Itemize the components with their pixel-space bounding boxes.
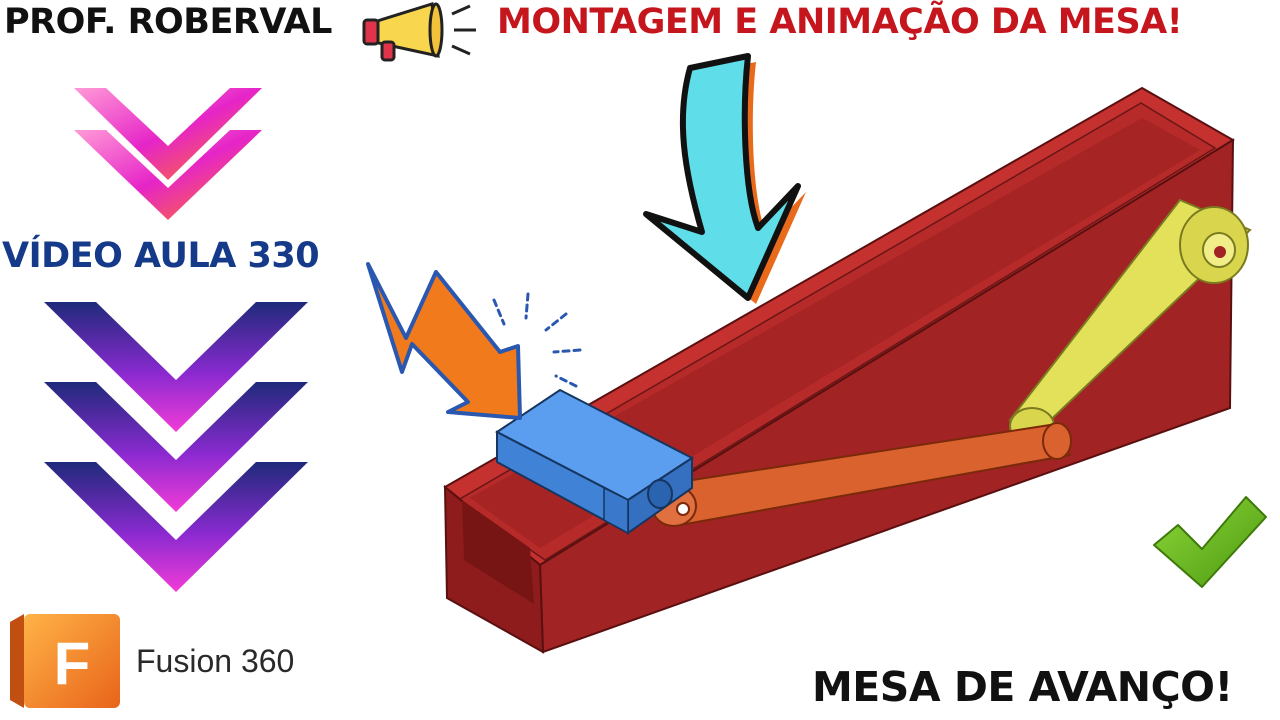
author-title: PROF. ROBERVAL [4, 2, 332, 42]
orange-link [651, 422, 1072, 527]
headline-title: MONTAGEM E ANIMAÇÃO DA MESA! [497, 2, 1183, 42]
blue-slider [495, 388, 694, 535]
fusion-logo-letter: F [54, 630, 91, 697]
footer-title: MESA DE AVANÇO! [812, 663, 1233, 711]
episode-title: VÍDEO AULA 330 [2, 236, 320, 276]
fusion-logo-icon: F [10, 614, 120, 708]
checkmark-icon [1153, 496, 1267, 588]
chevrons-down-icon [44, 302, 308, 592]
chevrons-down-icon [74, 62, 262, 220]
spark-lines-icon [492, 292, 582, 388]
product-name: Fusion 360 [136, 643, 295, 679]
megaphone-icon [362, 2, 476, 62]
